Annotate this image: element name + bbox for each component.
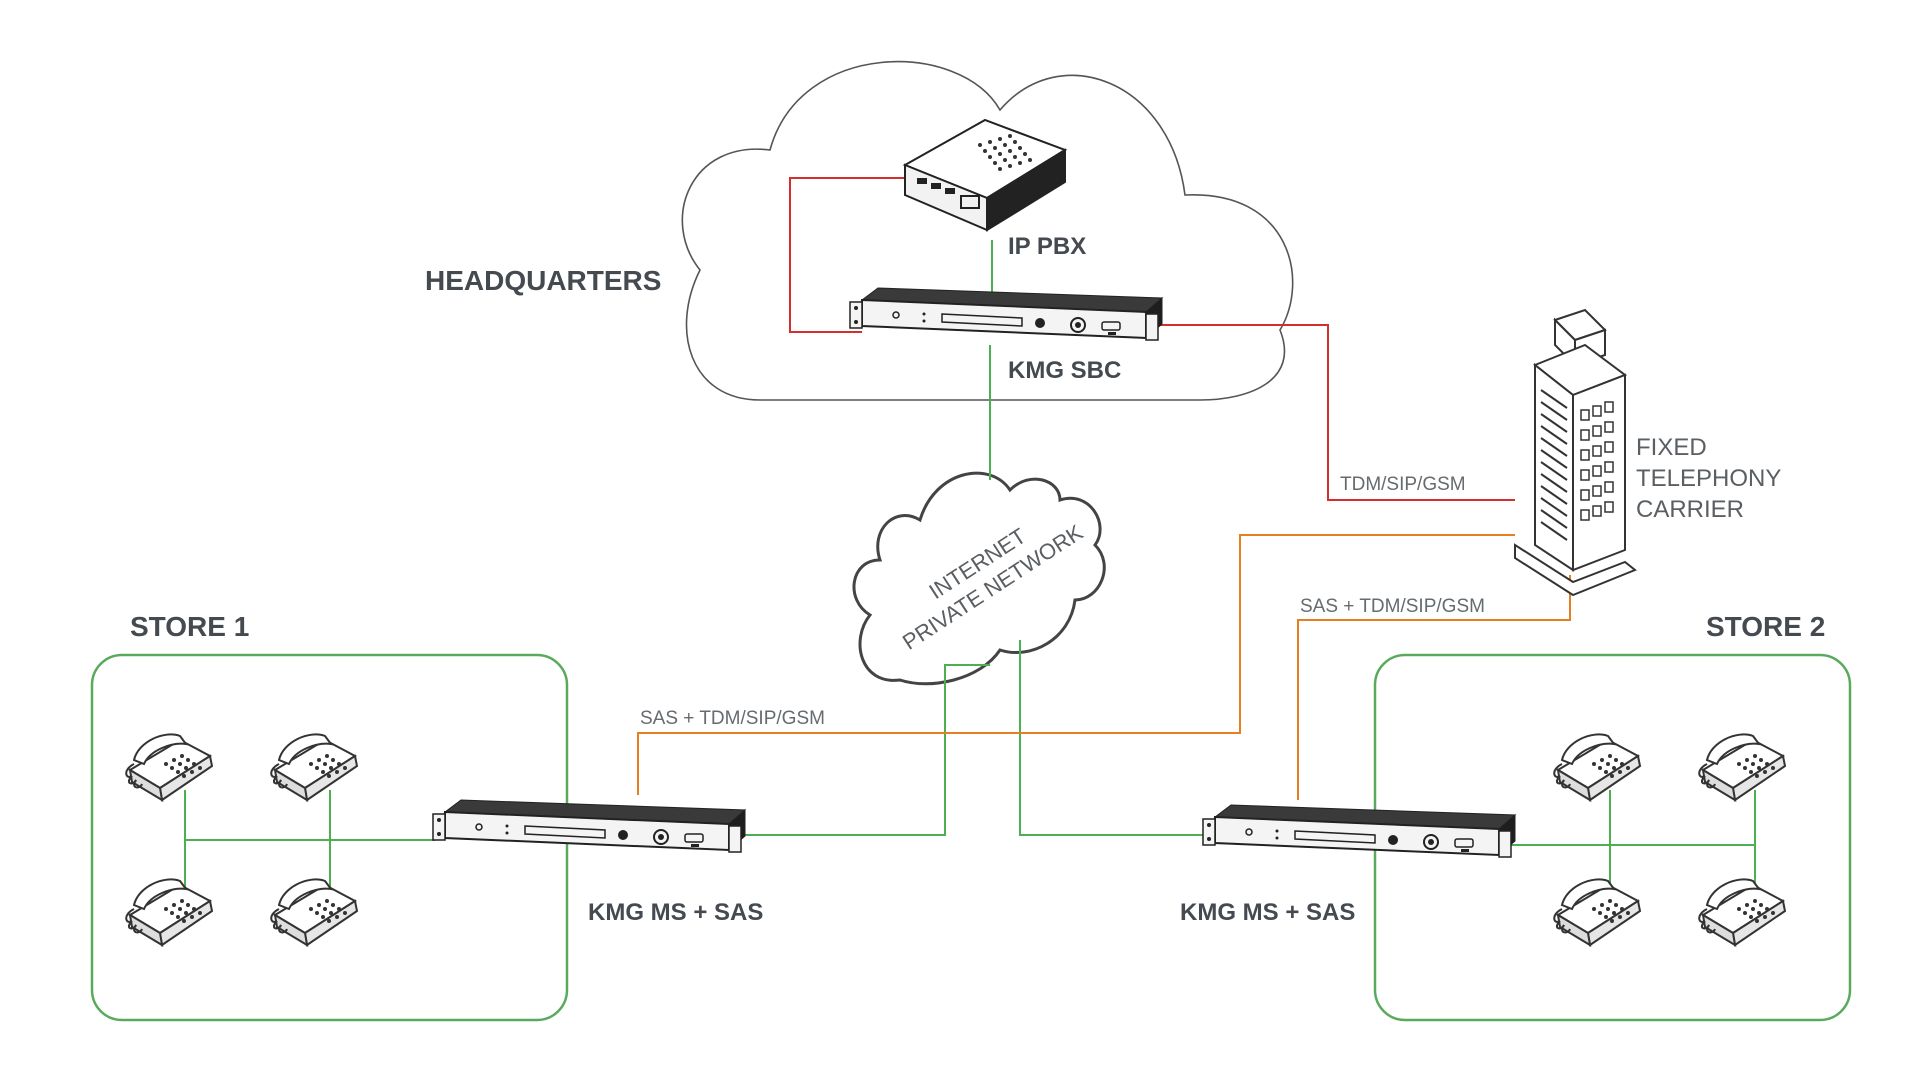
kmg-sbc-device bbox=[849, 287, 1163, 341]
store1-kmg-device bbox=[432, 799, 746, 853]
label-carrier-3: CARRIER bbox=[1636, 496, 1744, 523]
label-link-hq-carrier: TDM/SIP/GSM bbox=[1340, 474, 1466, 495]
orange-links bbox=[637, 534, 1571, 800]
label-store2-device: KMG MS + SAS bbox=[1180, 899, 1355, 926]
phone-icon bbox=[1698, 733, 1786, 801]
label-link-carrier-store1: SAS + TDM/SIP/GSM bbox=[640, 708, 825, 729]
phone-icon bbox=[125, 733, 213, 801]
red-links bbox=[789, 177, 1515, 501]
label-store1: STORE 1 bbox=[130, 611, 249, 642]
carrier-building bbox=[1514, 308, 1637, 597]
green-links bbox=[184, 240, 1756, 890]
phone-icon bbox=[1553, 733, 1641, 801]
label-kmg-sbc: KMG SBC bbox=[1008, 357, 1121, 384]
internet-cloud bbox=[852, 471, 1106, 686]
label-carrier-1: FIXED bbox=[1636, 434, 1707, 461]
label-store1-device: KMG MS + SAS bbox=[588, 899, 763, 926]
phone-icon bbox=[1698, 878, 1786, 946]
label-headquarters: HEADQUARTERS bbox=[425, 265, 661, 296]
label-link-carrier-store2: SAS + TDM/SIP/GSM bbox=[1300, 596, 1485, 617]
label-store2: STORE 2 bbox=[1706, 611, 1825, 642]
internet-cloud-label: INTERNET PRIVATE NETWORK bbox=[898, 519, 1088, 654]
phone-icon bbox=[270, 733, 358, 801]
phone-icon bbox=[125, 878, 213, 946]
phone-icon bbox=[1553, 878, 1641, 946]
ip-pbx-device bbox=[902, 118, 1068, 232]
label-ip-pbx: IP PBX bbox=[1008, 233, 1086, 260]
store2-phones bbox=[1553, 733, 1786, 946]
label-carrier-2: TELEPHONY bbox=[1636, 465, 1781, 492]
headquarters-cloud bbox=[681, 60, 1294, 401]
store2-kmg-device bbox=[1202, 804, 1516, 858]
phone-icon bbox=[270, 878, 358, 946]
